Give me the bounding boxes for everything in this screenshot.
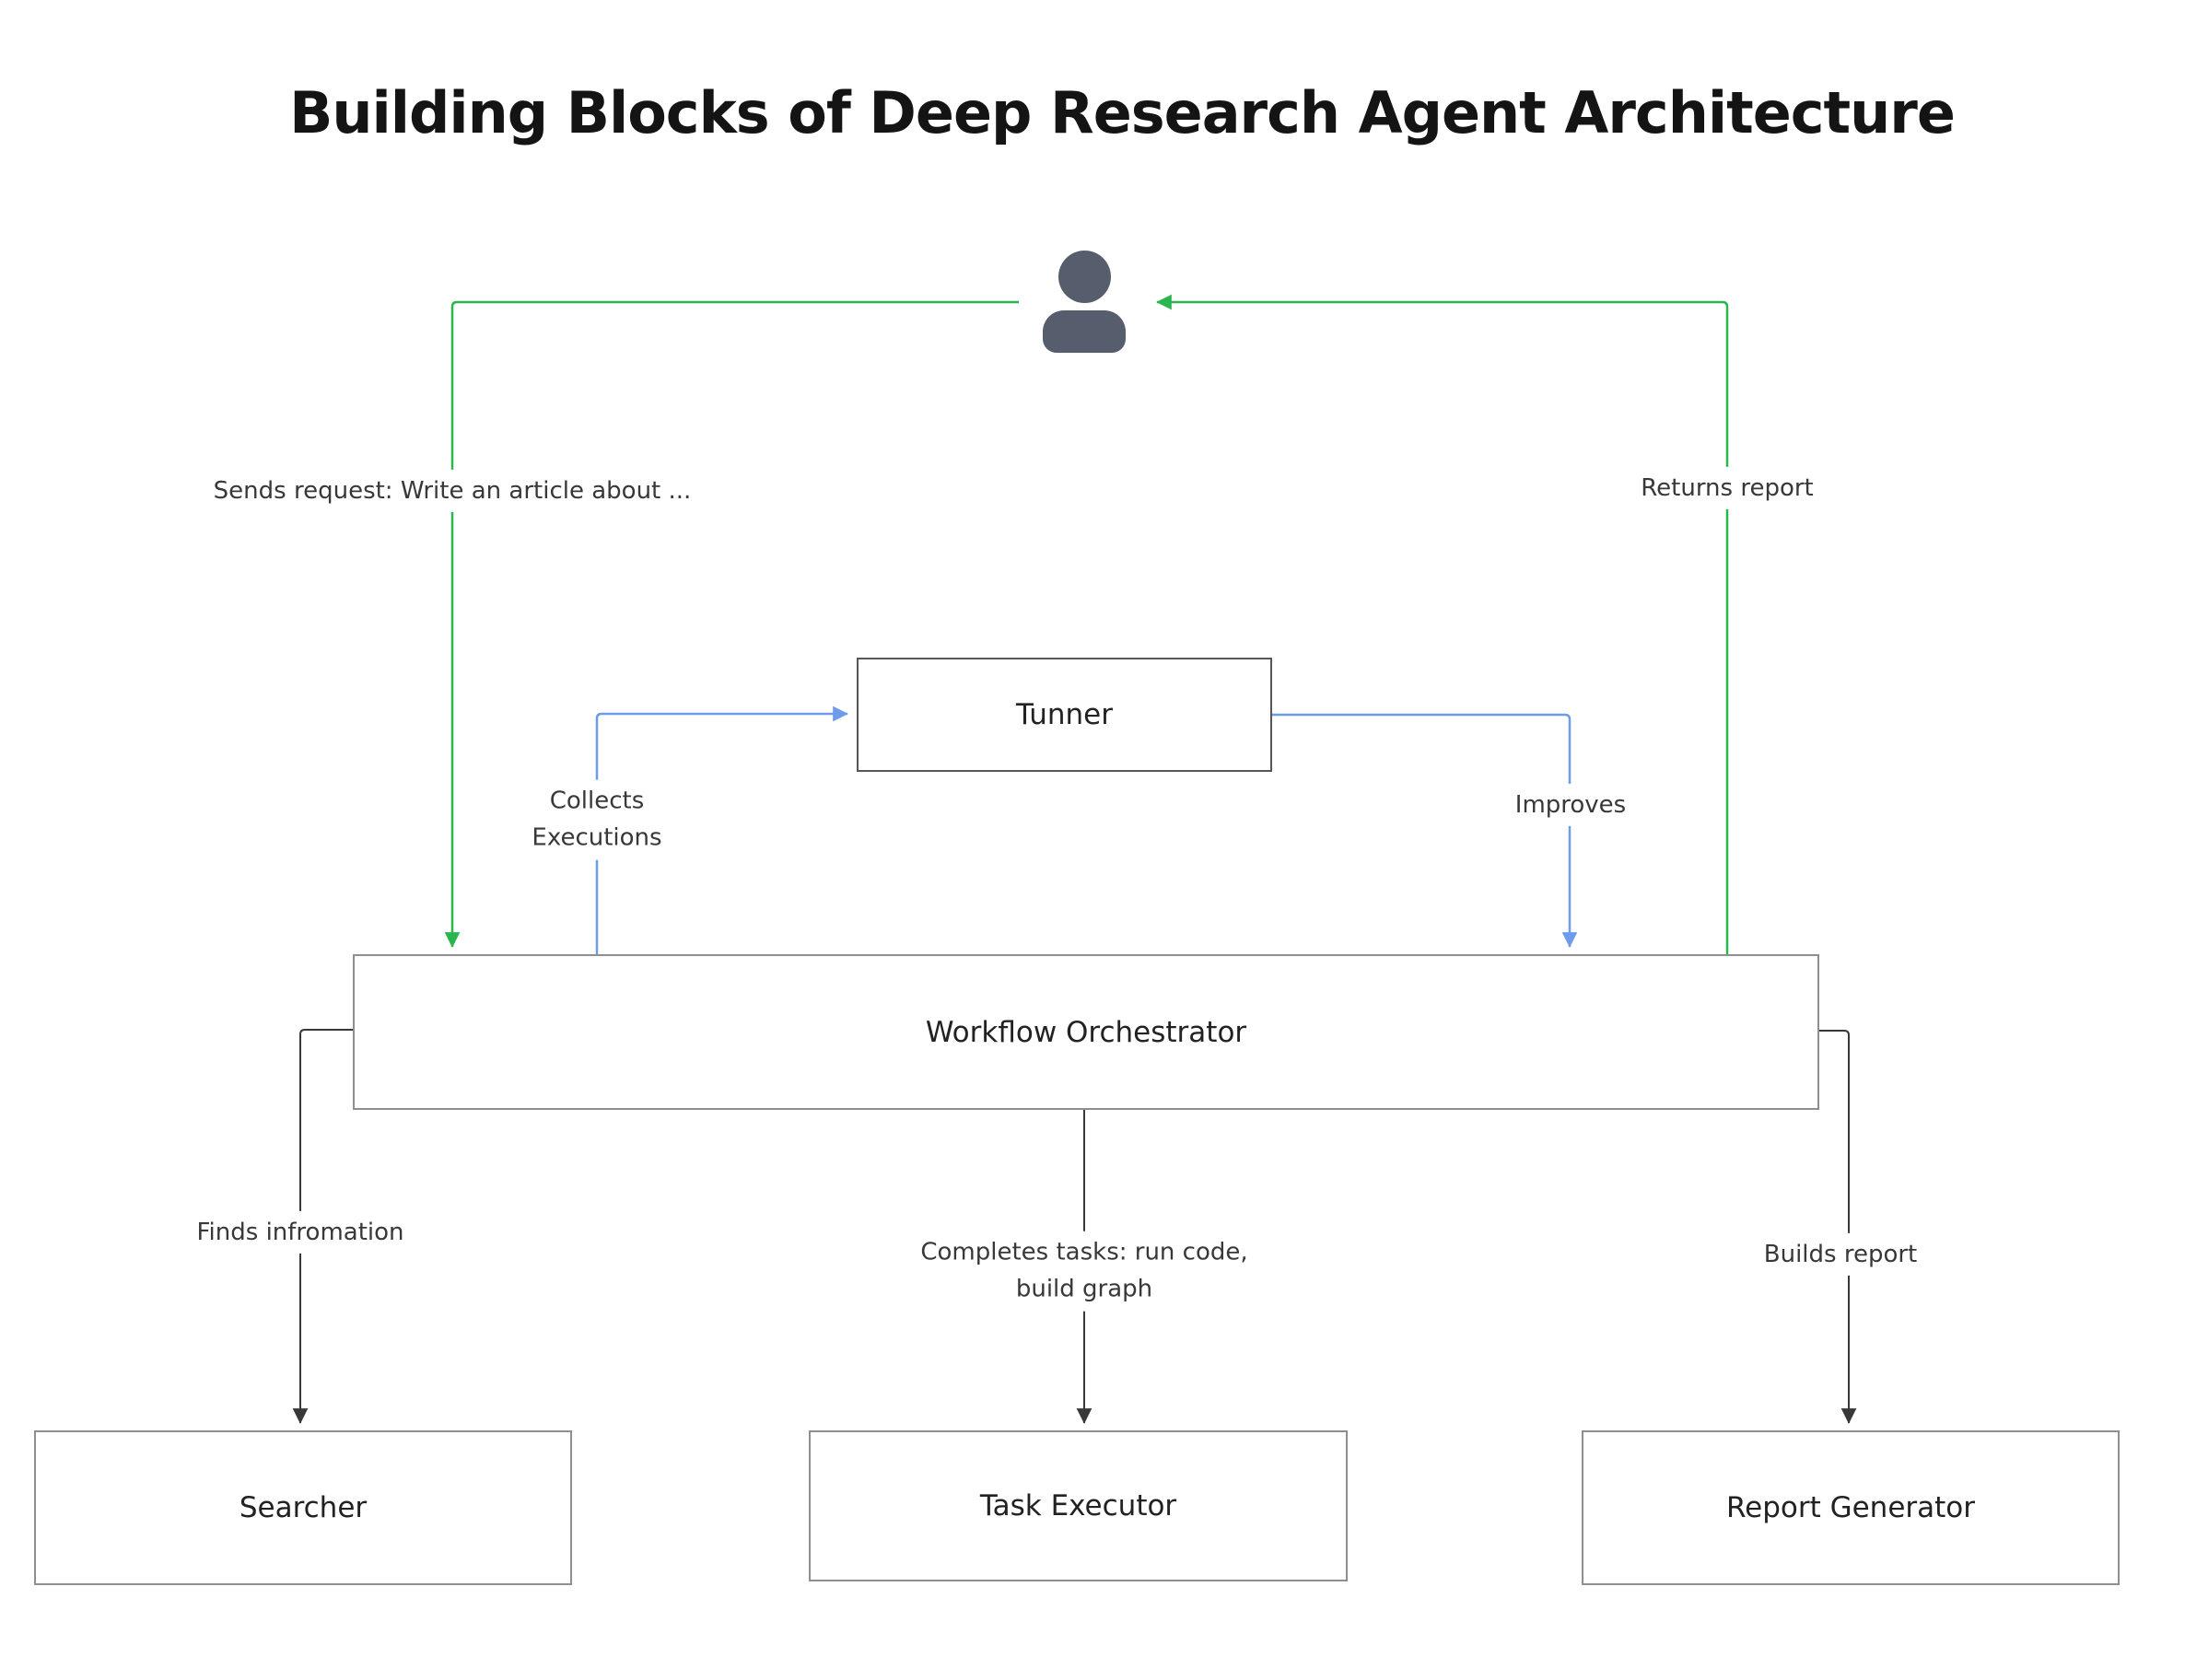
user-silhouette-icon	[1058, 251, 1111, 303]
diagram-title: Building Blocks of Deep Research Agent A…	[289, 79, 1956, 146]
node-workflow-orchestrator-label: Workflow Orchestrator	[925, 1015, 1247, 1049]
node-report-generator-label: Report Generator	[1725, 1491, 1976, 1524]
node-tunner-label: Tunner	[1016, 698, 1113, 731]
edge-finds-information	[292, 1029, 353, 1424]
edge-sends-request	[444, 300, 1019, 948]
edge-label-completes-tasks: Completes tasks: run code, build graph	[912, 1231, 1256, 1312]
node-task-executor-label: Task Executor	[979, 1489, 1177, 1522]
edge-label-builds-report: Builds report	[1755, 1232, 1926, 1277]
edge-improves	[1268, 713, 1578, 948]
user-silhouette-icon	[1043, 310, 1126, 353]
edge-builds-report	[1816, 1030, 1857, 1424]
edge-collects-executions	[595, 706, 848, 954]
node-workflow-orchestrator: Workflow Orchestrator	[353, 954, 1819, 1110]
node-searcher: Searcher	[34, 1430, 572, 1585]
edge-label-finds-information: Finds infromation	[188, 1210, 413, 1254]
edge-returns-report	[1156, 294, 1729, 954]
edge-label-improves: Improves	[1506, 783, 1635, 827]
edge-label-returns-report: Returns report	[1632, 466, 1822, 510]
node-task-executor: Task Executor	[809, 1430, 1348, 1581]
user-node	[1043, 249, 1126, 354]
node-report-generator: Report Generator	[1582, 1430, 2120, 1585]
node-searcher-label: Searcher	[239, 1491, 368, 1524]
edge-label-collects-executions: Collects Executions	[523, 779, 671, 860]
node-tunner: Tunner	[857, 658, 1272, 772]
edge-label-sends-request: Sends request: Write an article about ..…	[204, 469, 700, 513]
